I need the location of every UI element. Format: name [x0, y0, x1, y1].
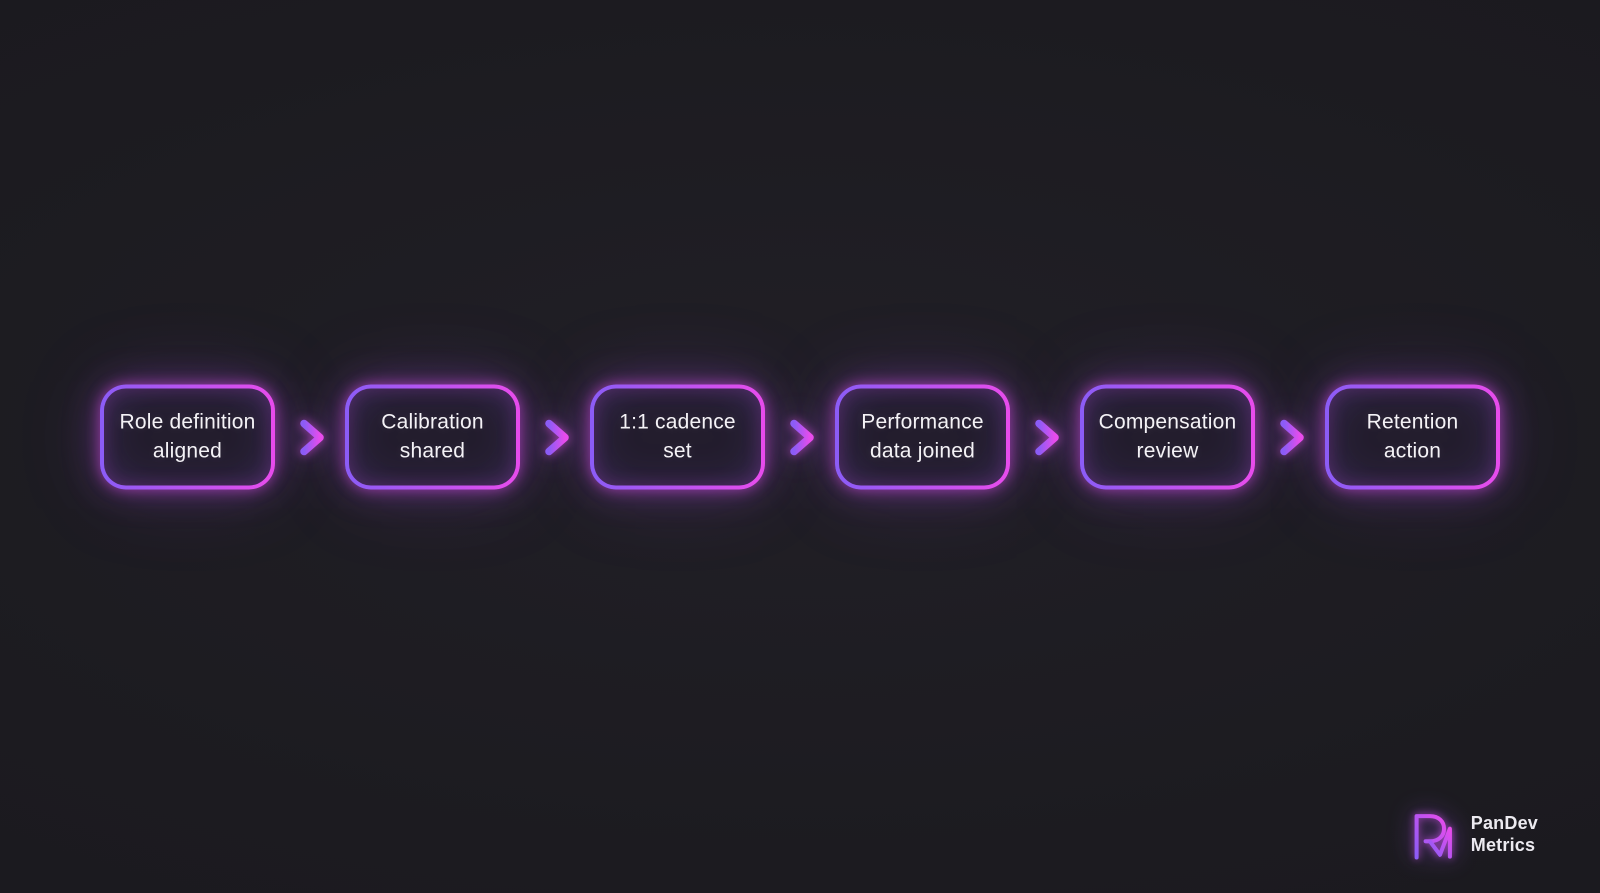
flow-step-label: 1:1 cadence set: [619, 410, 736, 462]
flow-step-calibration: Calibration shared: [345, 385, 520, 490]
arrow-right-icon: [531, 419, 569, 455]
flow-step-performance-data: Performance data joined: [835, 385, 1010, 490]
brand-name-line1: PanDev: [1470, 813, 1538, 834]
process-flow: Role definition aligned Calibration shar…: [0, 385, 1600, 490]
brand-logo: PanDev Metrics: [1404, 805, 1538, 865]
flow-step-label: Role definition aligned: [119, 410, 256, 462]
flow-step-label: Retention action: [1366, 410, 1459, 462]
flow-step-retention: Retention action: [1325, 385, 1500, 490]
flow-step-label: Performance data joined: [861, 410, 984, 462]
arrow-right-icon: [776, 419, 814, 455]
brand-name: PanDev Metrics: [1471, 813, 1538, 857]
arrow-right-icon: [1021, 419, 1059, 455]
flow-step-label: Compensation review: [1098, 410, 1237, 462]
flow-step-cadence: 1:1 cadence set: [590, 385, 765, 490]
pandev-monogram-icon: [1414, 814, 1452, 860]
arrow-right-icon: [286, 419, 324, 455]
flow-step-label: Calibration shared: [381, 410, 484, 462]
arrow-right-icon: [1266, 419, 1304, 455]
flow-step-compensation: Compensation review: [1080, 385, 1255, 490]
brand-name-line2: Metrics: [1470, 835, 1536, 855]
flow-step-role-definition: Role definition aligned: [100, 385, 275, 490]
